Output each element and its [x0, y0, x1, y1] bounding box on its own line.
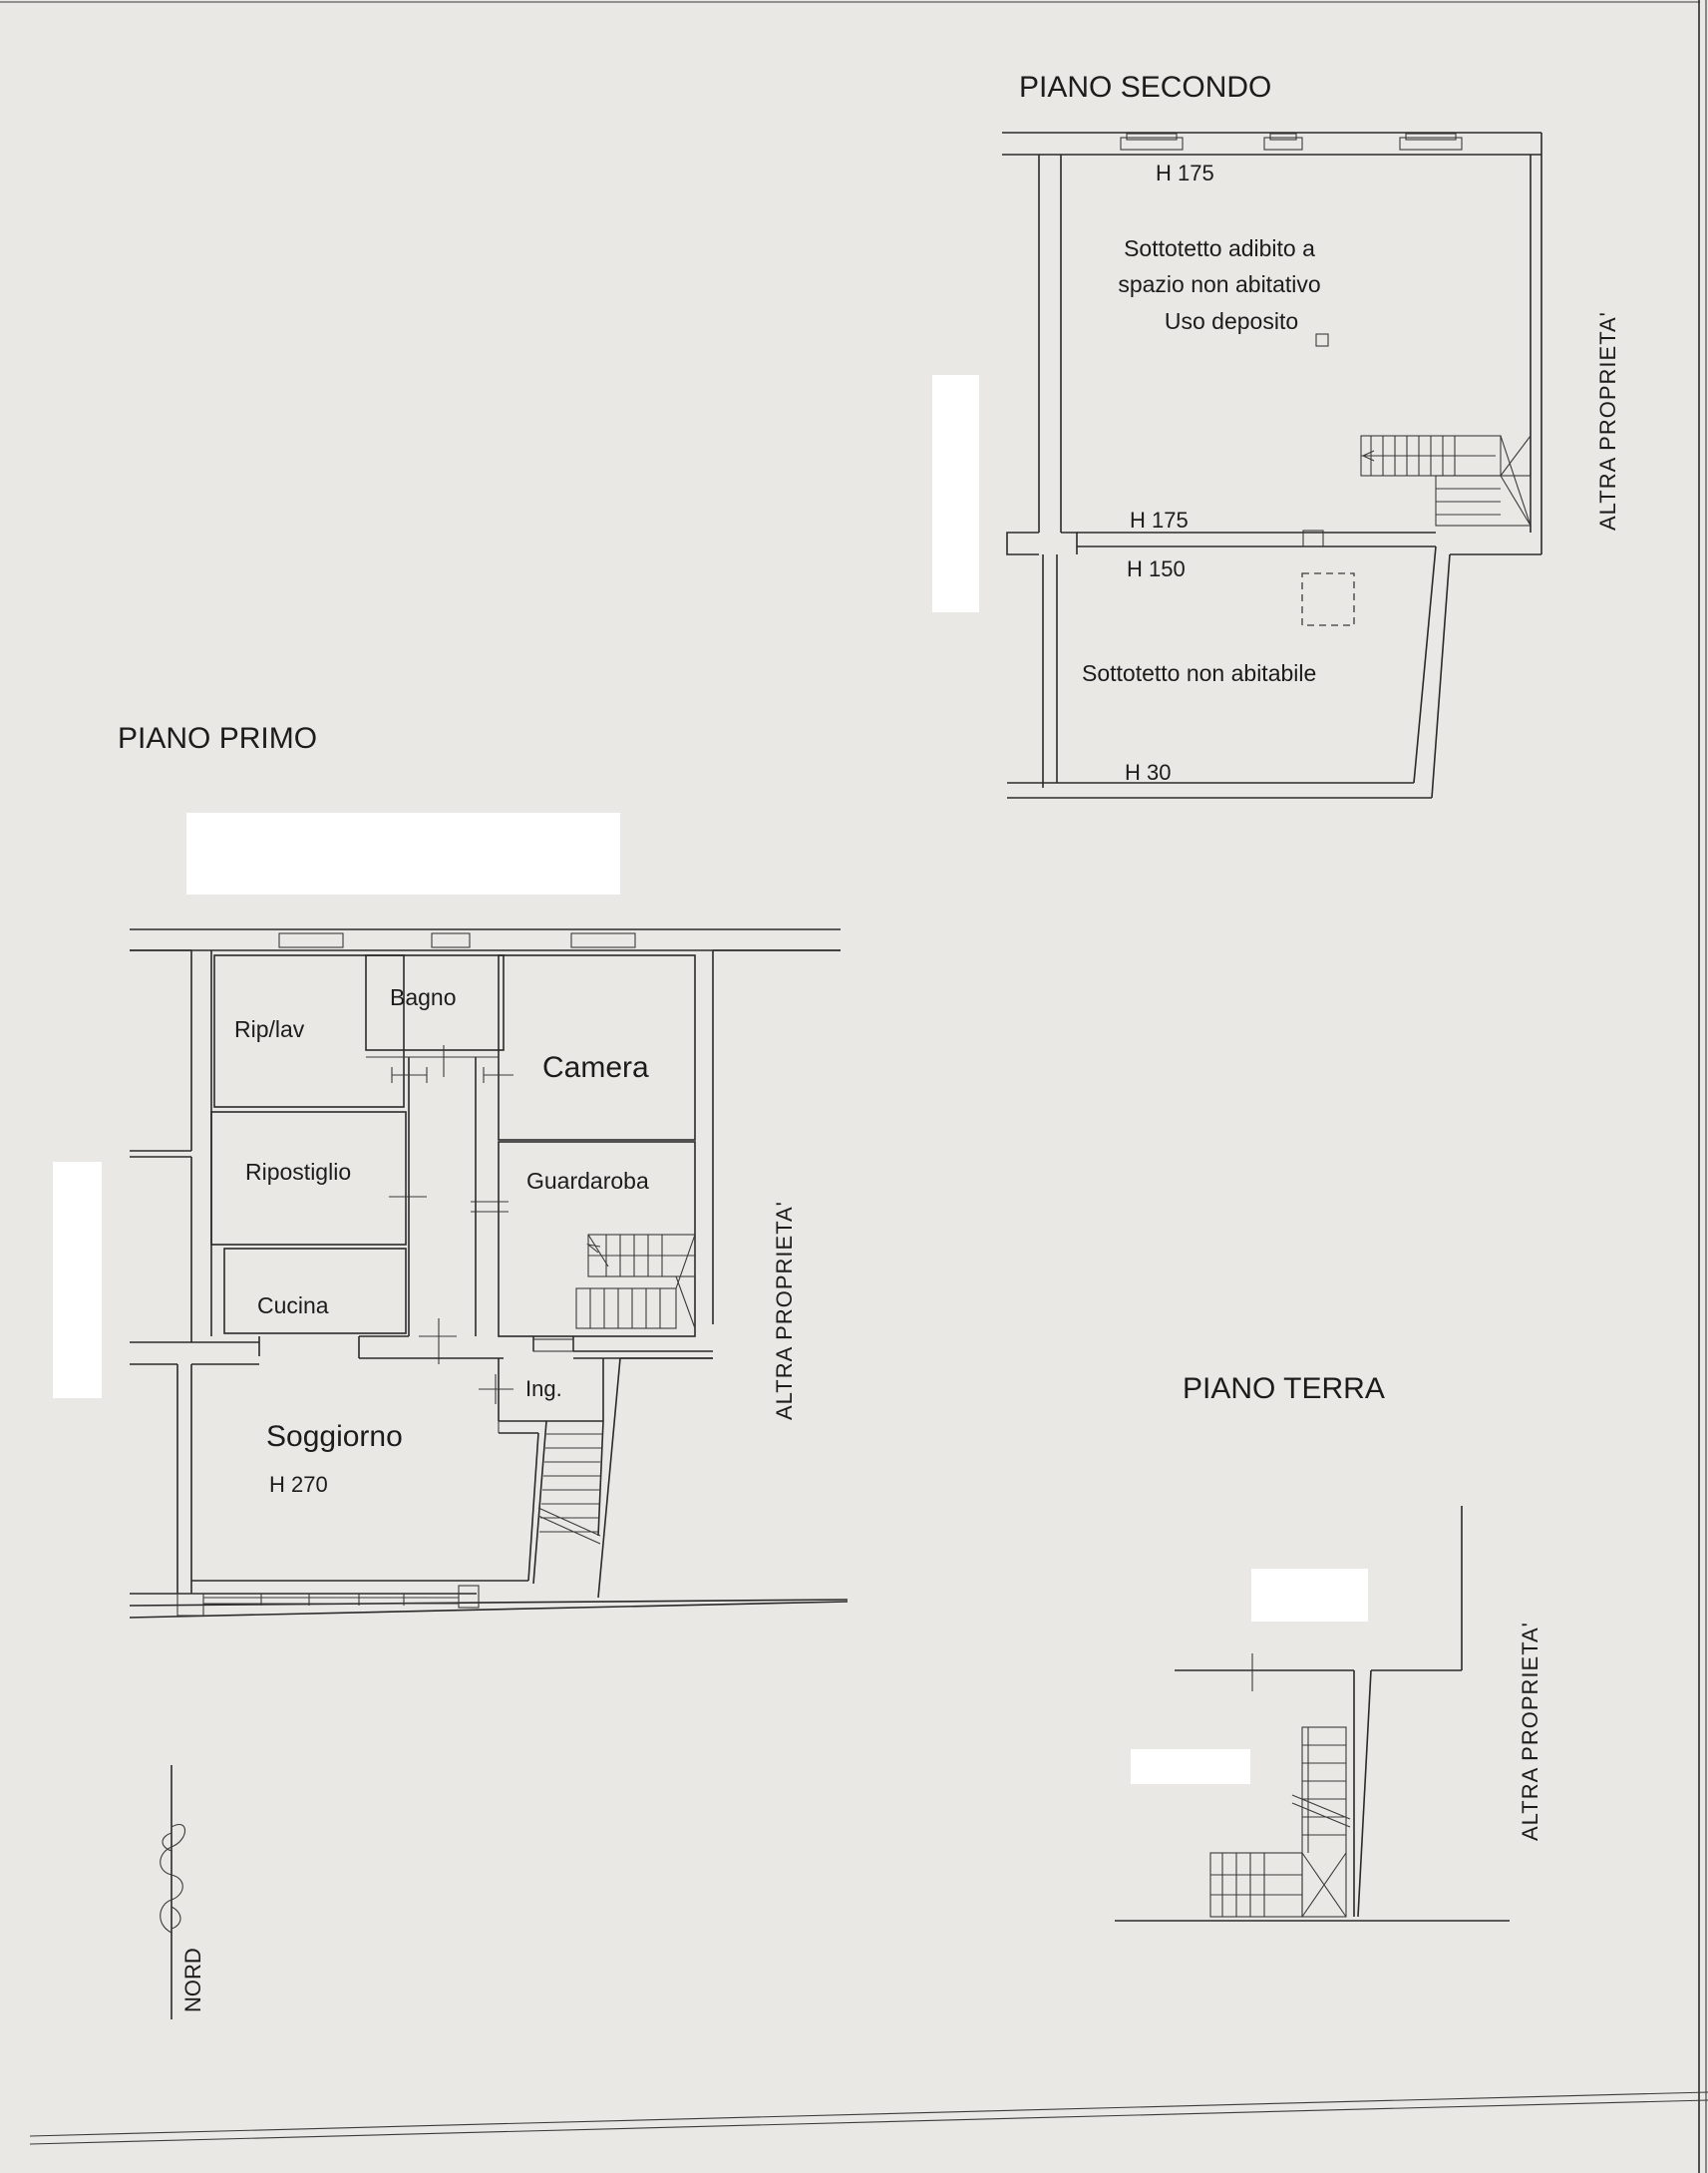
attic-use-line-1: Sottotetto adibito a: [1124, 235, 1315, 261]
ground-floor-neighbour-label: ALTRA PROPRIETA': [1518, 1622, 1542, 1841]
first-floor-staircase: [575, 1234, 696, 1329]
attic-non-habitable-label: Sottotetto non abitabile: [1082, 660, 1316, 686]
room-rip-lav-label: Rip/lav: [234, 1016, 305, 1042]
second-floor-height-top: H 175: [1156, 161, 1214, 185]
first-floor-height-label: H 270: [269, 1472, 328, 1497]
north-arrow-label: NORD: [180, 1948, 205, 2012]
second-floor-plan: PIANO SECONDO: [932, 71, 1620, 799]
room-soggiorno-label: Soggiorno: [266, 1420, 403, 1453]
first-floor-title: PIANO PRIMO: [118, 722, 317, 755]
room-bagno-label: Bagno: [390, 984, 457, 1010]
redacted-area: [932, 375, 979, 612]
room-camera-label: Camera: [542, 1051, 649, 1084]
attic-use-line-3: Uso deposito: [1165, 308, 1298, 334]
first-floor-neighbour-label: ALTRA PROPRIETA': [772, 1201, 797, 1420]
north-arrow: NORD: [160, 1765, 205, 2019]
room-ripostiglio-label: Ripostiglio: [245, 1159, 351, 1185]
redacted-area: [53, 1162, 102, 1398]
ground-floor-plan: PIANO TERRA: [1115, 1372, 1542, 1922]
second-floor-staircase: [1360, 435, 1532, 527]
redacted-area: [186, 813, 620, 895]
room-cucina-label: Cucina: [257, 1292, 329, 1318]
room-ingresso-label: Ing.: [525, 1376, 562, 1401]
attic-use-line-2: spazio non abitativo: [1118, 271, 1320, 297]
redacted-area: [1251, 1569, 1368, 1622]
second-floor-title: PIANO SECONDO: [1019, 71, 1271, 104]
redacted-area: [1131, 1749, 1250, 1784]
room-guardaroba-label: Guardaroba: [526, 1168, 649, 1194]
second-floor-height-mid-lower: H 150: [1127, 556, 1186, 581]
first-floor-plan: PIANO PRIMO: [53, 722, 849, 1619]
second-floor-height-bottom: H 30: [1125, 760, 1171, 785]
ground-floor-title: PIANO TERRA: [1183, 1372, 1385, 1405]
second-floor-height-mid-upper: H 175: [1130, 508, 1189, 533]
second-floor-neighbour-label: ALTRA PROPRIETA': [1595, 311, 1620, 531]
entrance-staircase: [532, 1357, 621, 1599]
ground-floor-staircase: [1209, 1726, 1351, 1918]
